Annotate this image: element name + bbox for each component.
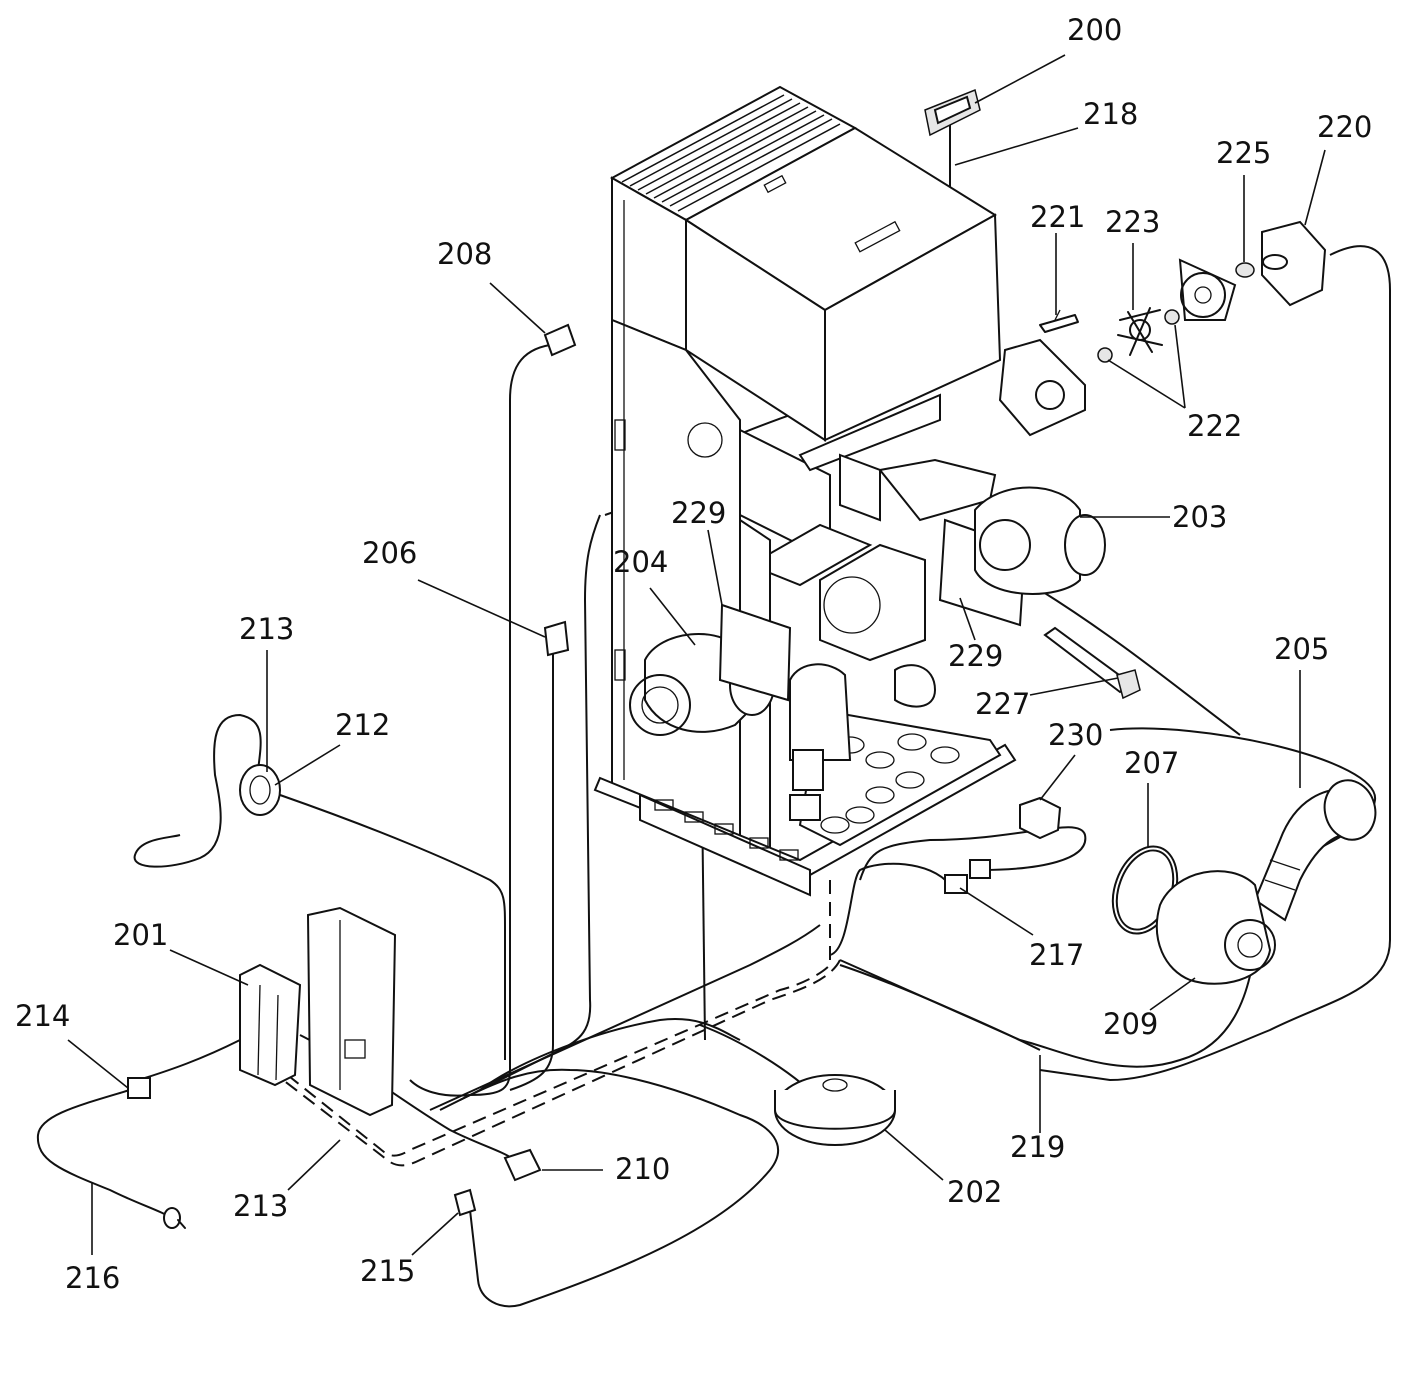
part-223-impeller <box>1117 307 1163 356</box>
part-206-switch <box>543 620 570 657</box>
part-216-plug <box>163 1207 186 1229</box>
callout-221: 221 <box>1030 200 1085 234</box>
part-214-switch <box>127 1077 151 1099</box>
callout-210: 210 <box>615 1152 670 1186</box>
part-220-gear-motor <box>1261 220 1327 307</box>
callout-213-lower: 213 <box>233 1189 288 1223</box>
stove-cabinet <box>593 85 1017 897</box>
callout-206: 206 <box>362 536 417 570</box>
callout-labels: 200 218 220 225 221 223 208 222 229 203 … <box>15 13 1372 1295</box>
callout-227: 227 <box>975 687 1030 721</box>
callout-213-upper: 213 <box>239 612 294 646</box>
part-217-switches <box>944 859 991 894</box>
callout-204: 204 <box>613 545 668 579</box>
part-203-combustion-fan <box>938 486 1106 627</box>
fan-plate <box>1178 258 1237 321</box>
part-210-switch <box>503 1148 542 1182</box>
callout-214: 214 <box>15 999 70 1033</box>
callout-218: 218 <box>1083 97 1138 131</box>
leader-lines <box>67 54 1326 1256</box>
part-209-exhaust-fan <box>1155 870 1276 985</box>
callout-205: 205 <box>1274 632 1329 666</box>
part-201-control-board <box>239 963 302 1087</box>
part-215-switch <box>453 1188 477 1217</box>
callout-209: 209 <box>1103 1007 1158 1041</box>
callout-222: 222 <box>1187 409 1242 443</box>
callout-229-upper: 229 <box>671 496 726 530</box>
part-227-igniter <box>1043 626 1141 700</box>
callout-229-lower: 229 <box>948 639 1003 673</box>
auger-housing <box>998 338 1086 437</box>
part-221-bracket <box>1039 309 1079 333</box>
part-212-pressure-switch <box>239 764 281 816</box>
callout-215: 215 <box>360 1254 415 1288</box>
callout-225: 225 <box>1216 136 1271 170</box>
part-202-cable-coil <box>774 1074 896 1146</box>
callout-219: 219 <box>1010 1130 1065 1164</box>
part-205-exhaust-pipe <box>1253 779 1377 922</box>
callout-230: 230 <box>1048 718 1103 752</box>
callout-208: 208 <box>437 237 492 271</box>
callout-203: 203 <box>1172 500 1227 534</box>
callout-202: 202 <box>947 1175 1002 1209</box>
callout-207: 207 <box>1124 746 1179 780</box>
callout-200: 200 <box>1067 13 1122 47</box>
part-230-relay <box>1019 796 1062 840</box>
callout-212: 212 <box>335 708 390 742</box>
callout-201: 201 <box>113 918 168 952</box>
mounting-bracket <box>306 906 397 1117</box>
callout-220: 220 <box>1317 110 1372 144</box>
callout-216: 216 <box>65 1261 120 1295</box>
part-200-control-panel <box>924 88 981 137</box>
callout-223: 223 <box>1105 205 1160 239</box>
callout-217: 217 <box>1029 938 1084 972</box>
part-204-room-fan <box>629 603 792 736</box>
part-208-switch <box>543 323 577 357</box>
part-222-washers <box>1097 309 1180 363</box>
part-225-collar <box>1235 262 1255 278</box>
